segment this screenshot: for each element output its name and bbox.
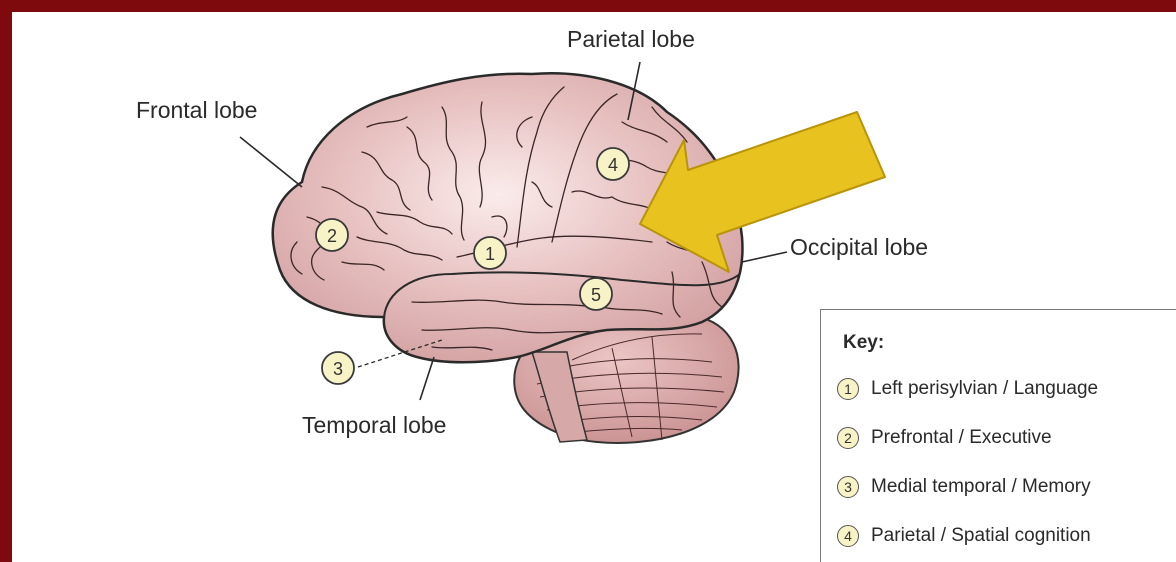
marker-2: 2: [316, 219, 348, 251]
key-item-text: Left perisylvian / Language: [871, 378, 1098, 400]
key-item: 4 Parietal / Spatial cognition: [837, 520, 1091, 552]
key-item-number: 2: [837, 427, 859, 449]
key-item-number: 4: [837, 525, 859, 547]
frontal-lobe-label: Frontal lobe: [136, 97, 257, 124]
key-item-text: Parietal / Spatial cognition: [871, 525, 1091, 547]
key-item-number: 1: [837, 378, 859, 400]
marker-4: 4: [597, 148, 629, 180]
key-title: Key:: [843, 332, 884, 354]
marker-5: 5: [580, 278, 612, 310]
frontal-leader: [240, 137, 302, 187]
key-box: Key: 1 Left perisylvian / Language 2 Pre…: [820, 309, 1176, 562]
occipital-leader: [742, 252, 787, 262]
key-item-text: Medial temporal / Memory: [871, 476, 1091, 498]
marker-5-number: 5: [591, 285, 601, 305]
occipital-lobe-label: Occipital lobe: [790, 234, 928, 261]
marker-4-number: 4: [608, 155, 618, 175]
marker-3: 3: [322, 352, 354, 384]
temporal-lobe-label: Temporal lobe: [302, 412, 446, 439]
temporal-leader: [420, 357, 434, 400]
key-item: 1 Left perisylvian / Language: [837, 373, 1098, 405]
marker-3-number: 3: [333, 359, 343, 379]
marker-2-number: 2: [327, 226, 337, 246]
key-item-text: Prefrontal / Executive: [871, 427, 1052, 449]
marker-1: 1: [474, 237, 506, 269]
marker-1-number: 1: [485, 244, 495, 264]
key-item: 3 Medial temporal / Memory: [837, 471, 1091, 503]
key-item: 2 Prefrontal / Executive: [837, 422, 1052, 454]
diagram-frame: 1 2 3 4 5 Frontal lobe Parietal lobe Occ…: [12, 12, 1176, 562]
parietal-lobe-label: Parietal lobe: [567, 26, 695, 53]
key-item-number: 3: [837, 476, 859, 498]
